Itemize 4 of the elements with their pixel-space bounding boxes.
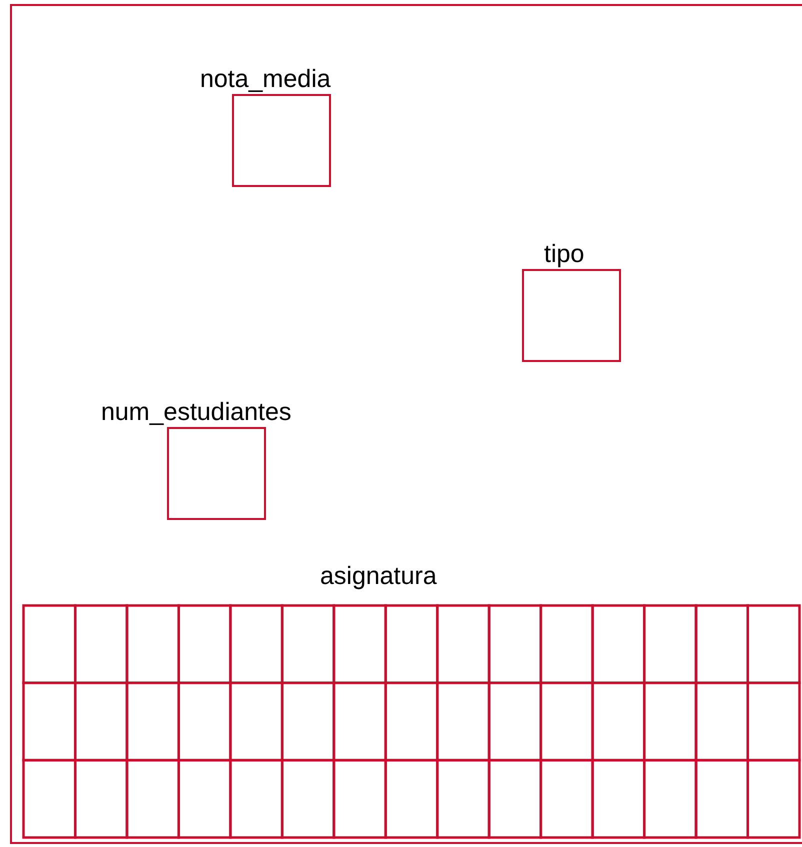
array-name: asignatura bbox=[320, 561, 437, 591]
variable-name: num_estudiantes bbox=[101, 397, 292, 427]
variable-name: tipo bbox=[544, 239, 584, 269]
variable-name: nota_media bbox=[200, 64, 331, 94]
